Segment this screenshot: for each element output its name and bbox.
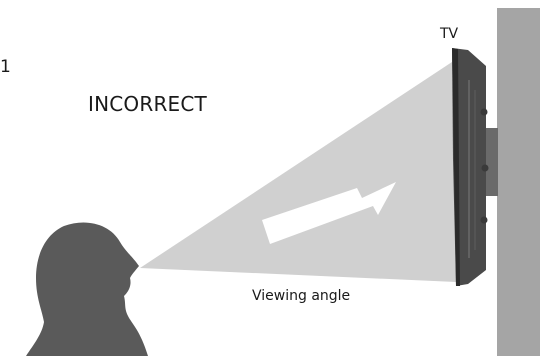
mount-screw <box>481 217 488 224</box>
tv-side-view-icon <box>452 48 489 286</box>
tv-label: TV <box>440 26 458 42</box>
step-number: 1 <box>0 57 11 77</box>
person-silhouette-icon <box>26 223 148 356</box>
mount-screw <box>482 165 489 172</box>
wall <box>497 8 540 356</box>
status-label: INCORRECT <box>88 92 207 116</box>
mount-screw <box>481 109 488 116</box>
viewing-angle-label: Viewing angle <box>252 288 350 304</box>
wall-mount-bracket <box>484 128 498 196</box>
